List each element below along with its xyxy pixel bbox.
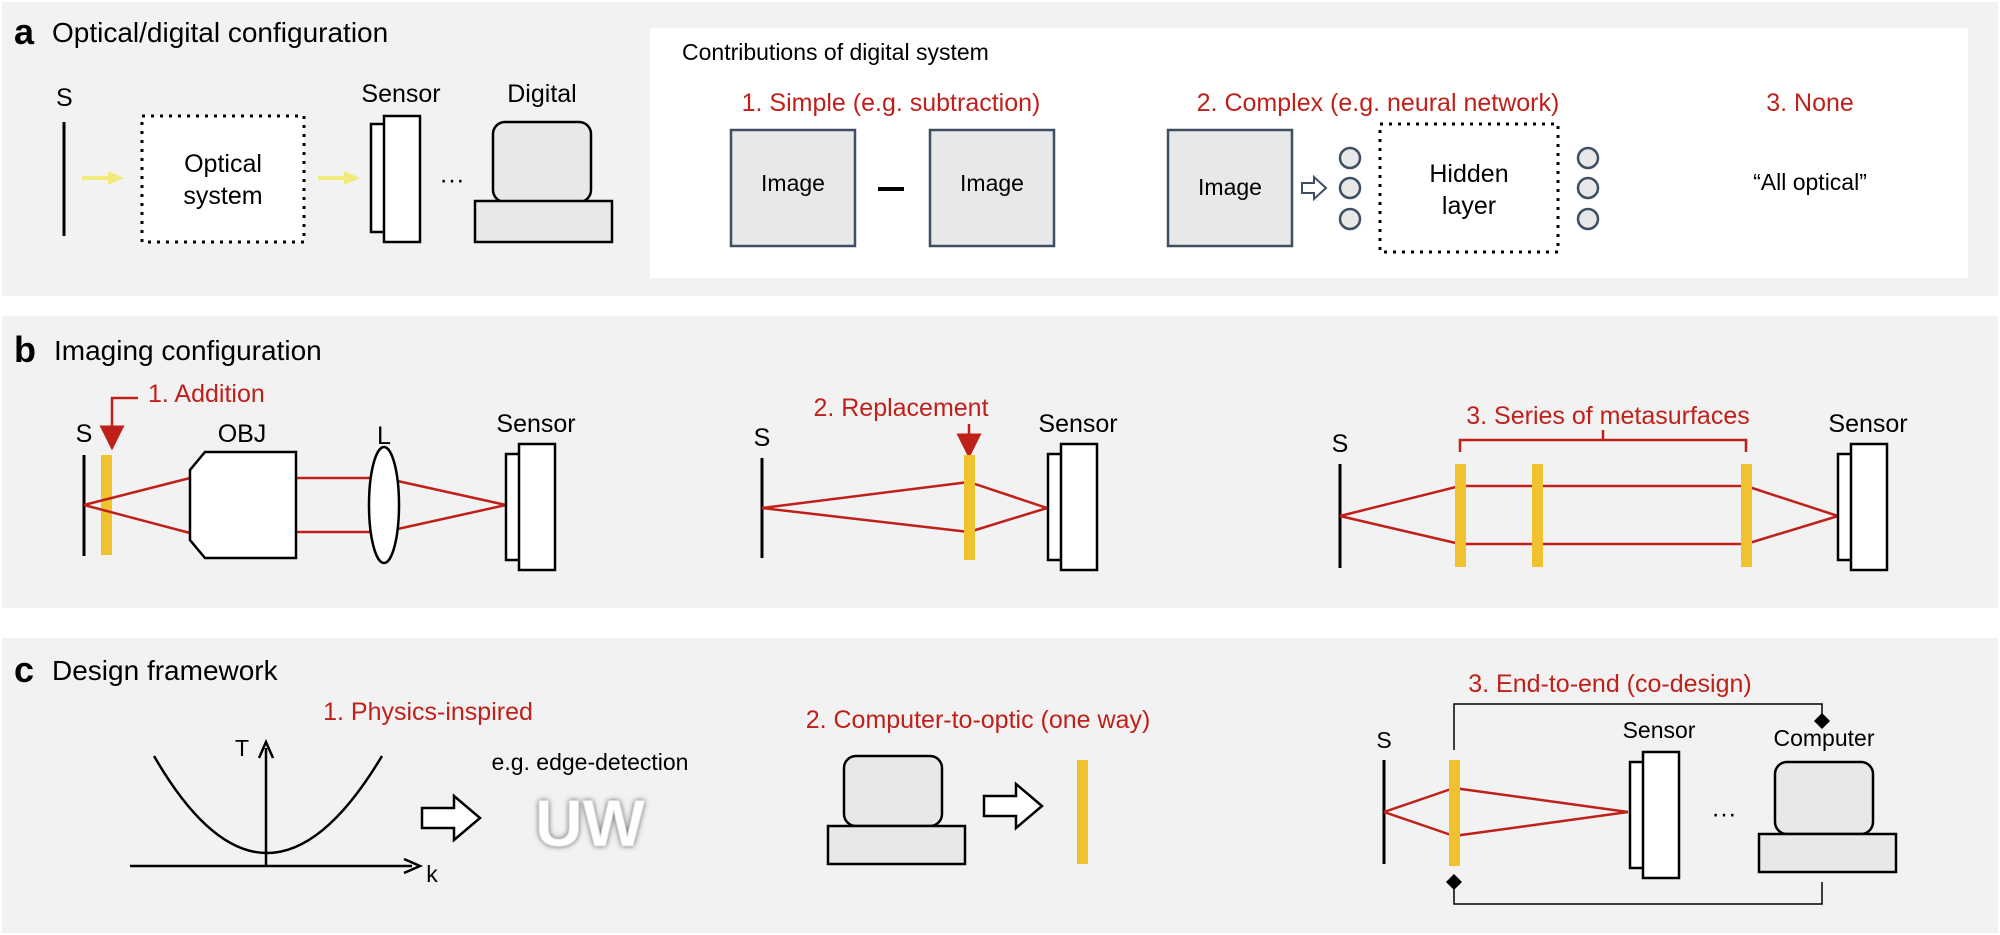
ray-lines-c3 [1383,786,1629,838]
image-box-2 [928,128,1056,248]
metasurface-b2 [964,455,975,560]
option-simple: 1. Simple (e.g. subtraction) [742,89,1041,117]
source-label: S [56,84,73,112]
objective-icon [188,450,298,560]
series-setup: 3. Series of metasurfaces S Sensor [1332,402,1908,572]
k-axis-label: k [426,861,438,887]
hidden-layer-label-2: layer [1442,192,1496,220]
t-axis-arrowhead [257,738,275,759]
hollow-arrow-icon-c1 [420,793,482,843]
option-complex: 2. Complex (e.g. neural network) [1197,89,1560,117]
ray-lines-b1 [83,476,507,535]
metasurface-c3 [1449,760,1460,866]
feedback-loop-top [1453,703,1823,750]
addition-label: 1. Addition [148,380,265,408]
panel-c-title: Design framework [52,655,279,686]
ray-lines-b3 [1339,484,1839,546]
sensor-icon-b3 [1836,442,1889,572]
physics-inspired: 1. Physics-inspired T k e.g. edge-detect… [130,698,688,887]
panel-a-title: Optical/digital configuration [52,17,388,48]
all-optical-label: “All optical” [1753,169,1867,195]
source-label-b3: S [1332,430,1349,458]
sensor-icon-c3 [1628,750,1681,880]
computer-label-c3: Computer [1774,725,1875,751]
ray-lines-b2 [761,480,1048,534]
computer-icon-c3 [1757,760,1898,874]
image-label-1: Image [761,170,825,196]
feedback-diamond-top [1814,713,1830,729]
source-label-b1: S [76,420,93,448]
metasurface-b3-2 [1532,464,1543,567]
sensor-label-b3: Sensor [1828,410,1907,438]
physics-label: 1. Physics-inspired [323,698,533,726]
end-to-end-label: 3. End-to-end (co-design) [1468,670,1751,698]
contributions-box [650,28,1968,278]
t-axis-label: T [235,735,249,761]
series-bracket [1458,430,1748,452]
contributions-title: Contributions of digital system [682,39,989,65]
panel-b: b Imaging configuration 1. Addition S OB… [2,316,1998,608]
computer-to-optic-label: 2. Computer-to-optic (one way) [806,706,1151,734]
end-to-end: 3. End-to-end (co-design) S Sensor ··· C… [1376,670,1898,905]
feedback-diamond-bottom [1446,874,1462,890]
metasurface-b3-1 [1455,464,1466,567]
panel-b-letter: b [14,329,36,370]
computer-icon-c2 [826,754,967,866]
k-axis-arrowhead [403,857,424,875]
image-label-2: Image [960,170,1024,196]
option-none: 3. None [1766,89,1854,117]
image-box-1 [729,128,857,248]
yellow-arrow-2 [318,171,360,185]
image-label-3: Image [1198,174,1262,200]
transfer-function-curve [152,755,384,855]
addition-setup: 1. Addition S OBJ L Sensor [76,380,576,572]
digital-label: Digital [507,80,576,108]
sensor-label-b2: Sensor [1038,410,1117,438]
addition-arrow [99,396,138,451]
edge-detection-label: e.g. edge-detection [492,749,689,775]
lens-icon [367,445,401,565]
image-box-3 [1166,128,1294,248]
objective-label: OBJ [218,420,267,448]
hollow-arrow-icon-c2 [982,781,1044,831]
panel-b-background [2,316,1998,608]
panel-c: c Design framework 1. Physics-inspired T… [2,638,1998,933]
series-label: 3. Series of metasurfaces [1466,402,1749,430]
computer-to-optic: 2. Computer-to-optic (one way) [806,706,1151,866]
optical-system-label-2: system [183,182,262,210]
sensor-icon-a [369,114,422,244]
optical-system-label-1: Optical [184,150,262,178]
panel-b-title: Imaging configuration [54,335,322,366]
hidden-layer-box [1378,122,1560,254]
sensor-icon-b1 [504,442,557,572]
metasurface-b1 [101,455,112,555]
sensor-label-a: Sensor [361,80,440,108]
lens-label: L [377,422,391,450]
hidden-layer-label-1: Hidden [1429,160,1508,188]
input-nodes [1338,146,1362,231]
panel-a-letter: a [14,11,35,52]
sensor-icon-b2 [1046,442,1099,572]
yellow-arrow-1 [82,171,124,185]
replacement-setup: 2. Replacement S Sensor [754,394,1118,572]
computer-icon-a [473,120,614,244]
ellipsis-a: ··· [440,166,465,194]
panel-c-letter: c [14,649,34,690]
source-label-c3: S [1376,727,1391,753]
panel-a: a Optical/digital configuration S Optica… [2,2,1998,296]
sensor-label-c3: Sensor [1623,717,1696,743]
metasurface-b3-3 [1741,464,1752,567]
source-label-b2: S [754,424,771,452]
uw-logo: UW [535,786,646,860]
ellipsis-c3: ··· [1712,800,1737,828]
metasurface-c2 [1077,760,1088,864]
optical-system-box [140,114,306,244]
uw-logo-glow: UW [535,786,646,860]
replacement-label: 2. Replacement [813,394,988,422]
sensor-label-b1: Sensor [496,410,575,438]
output-nodes [1576,146,1600,231]
hollow-arrow-icon [1301,174,1328,202]
